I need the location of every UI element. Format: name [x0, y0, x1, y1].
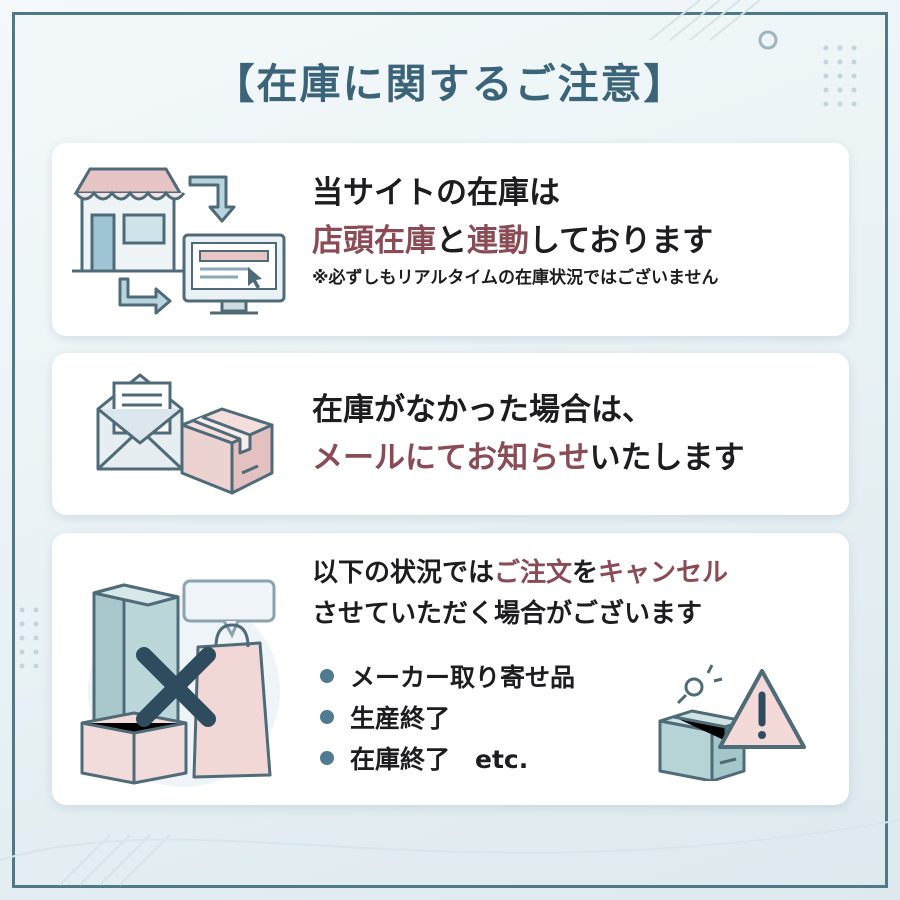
package-icon	[658, 709, 746, 781]
text-wo: を	[572, 558, 599, 588]
warning-package-illustration	[658, 664, 806, 781]
bullet-dot	[320, 750, 334, 765]
cancel-line-2: させていただく場合がございます	[312, 599, 703, 629]
highlight-order: ご注文	[494, 558, 573, 588]
notice-card-mail: 在庫がなかった場合は、 メールにてお知らせいたします	[52, 353, 849, 515]
search-icon	[676, 664, 723, 705]
highlight-store-stock: 店頭在庫	[312, 223, 436, 259]
sync-note: ※必ずしもリアルタイムの在庫状況ではございません	[312, 268, 719, 288]
sync-line-2: 店頭在庫と連動しております	[312, 217, 719, 265]
highlight-cancel: キャンセル	[598, 558, 729, 588]
highlight-linked: 連動	[467, 223, 529, 259]
mail-box-illustration	[96, 373, 274, 495]
list-item: メーカー取り寄せ品	[320, 655, 575, 696]
cancel-notice-text: 以下の状況ではご注文をキャンセル させていただく場合がございます	[312, 553, 728, 635]
text-shiteorimasu: しております	[529, 223, 714, 259]
cancel-reasons-list: メーカー取り寄せ品 生産終了 在庫終了 etc.	[320, 655, 575, 778]
page-frame	[12, 12, 888, 888]
text-to: と	[436, 223, 467, 259]
box-icon	[180, 407, 274, 495]
mail-notice-text: 在庫がなかった場合は、 メールにてお知らせいたします	[312, 386, 744, 482]
notice-card-sync: 当サイトの在庫は 店頭在庫と連動しております ※必ずしもリアルタイムの在庫状況で…	[52, 143, 849, 336]
list-item-text: メーカー取り寄せ品	[350, 662, 576, 692]
cancel-illustration	[80, 579, 280, 787]
store-sync-illustration	[72, 167, 286, 315]
mail-icon	[96, 373, 184, 471]
bullet-dot	[320, 709, 334, 724]
list-item-text: 在庫終了 etc.	[350, 744, 529, 774]
sync-line-1: 当サイトの在庫は	[312, 175, 560, 211]
text-under-conditions: 以下の状況では	[312, 558, 495, 588]
bullet-dot	[320, 668, 334, 683]
list-item: 在庫終了 etc.	[320, 737, 575, 778]
list-item-text: 生産終了	[350, 703, 451, 733]
store-icon	[72, 167, 186, 273]
warning-icon	[718, 669, 806, 749]
mail-line-1: 在庫がなかった場合は、	[312, 392, 653, 428]
computer-icon	[182, 233, 286, 315]
page-title: 【在庫に関するご注意】	[213, 60, 687, 108]
highlight-mail-notice: メールにてお知らせ	[312, 440, 590, 476]
cancel-x-icon	[136, 647, 216, 727]
notice-card-cancel: 以下の状況ではご注文をキャンセル させていただく場合がございます メーカー取り寄…	[52, 533, 849, 805]
sync-arrows-icon	[118, 175, 236, 315]
list-item: 生産終了	[320, 696, 575, 737]
cancel-line-1: 以下の状況ではご注文をキャンセル	[312, 553, 728, 594]
mail-line-2: メールにてお知らせいたします	[312, 434, 744, 482]
text-itashimasu: いたします	[589, 440, 745, 476]
sync-notice-text: 当サイトの在庫は 店頭在庫と連動しております ※必ずしもリアルタイムの在庫状況で…	[312, 169, 719, 291]
